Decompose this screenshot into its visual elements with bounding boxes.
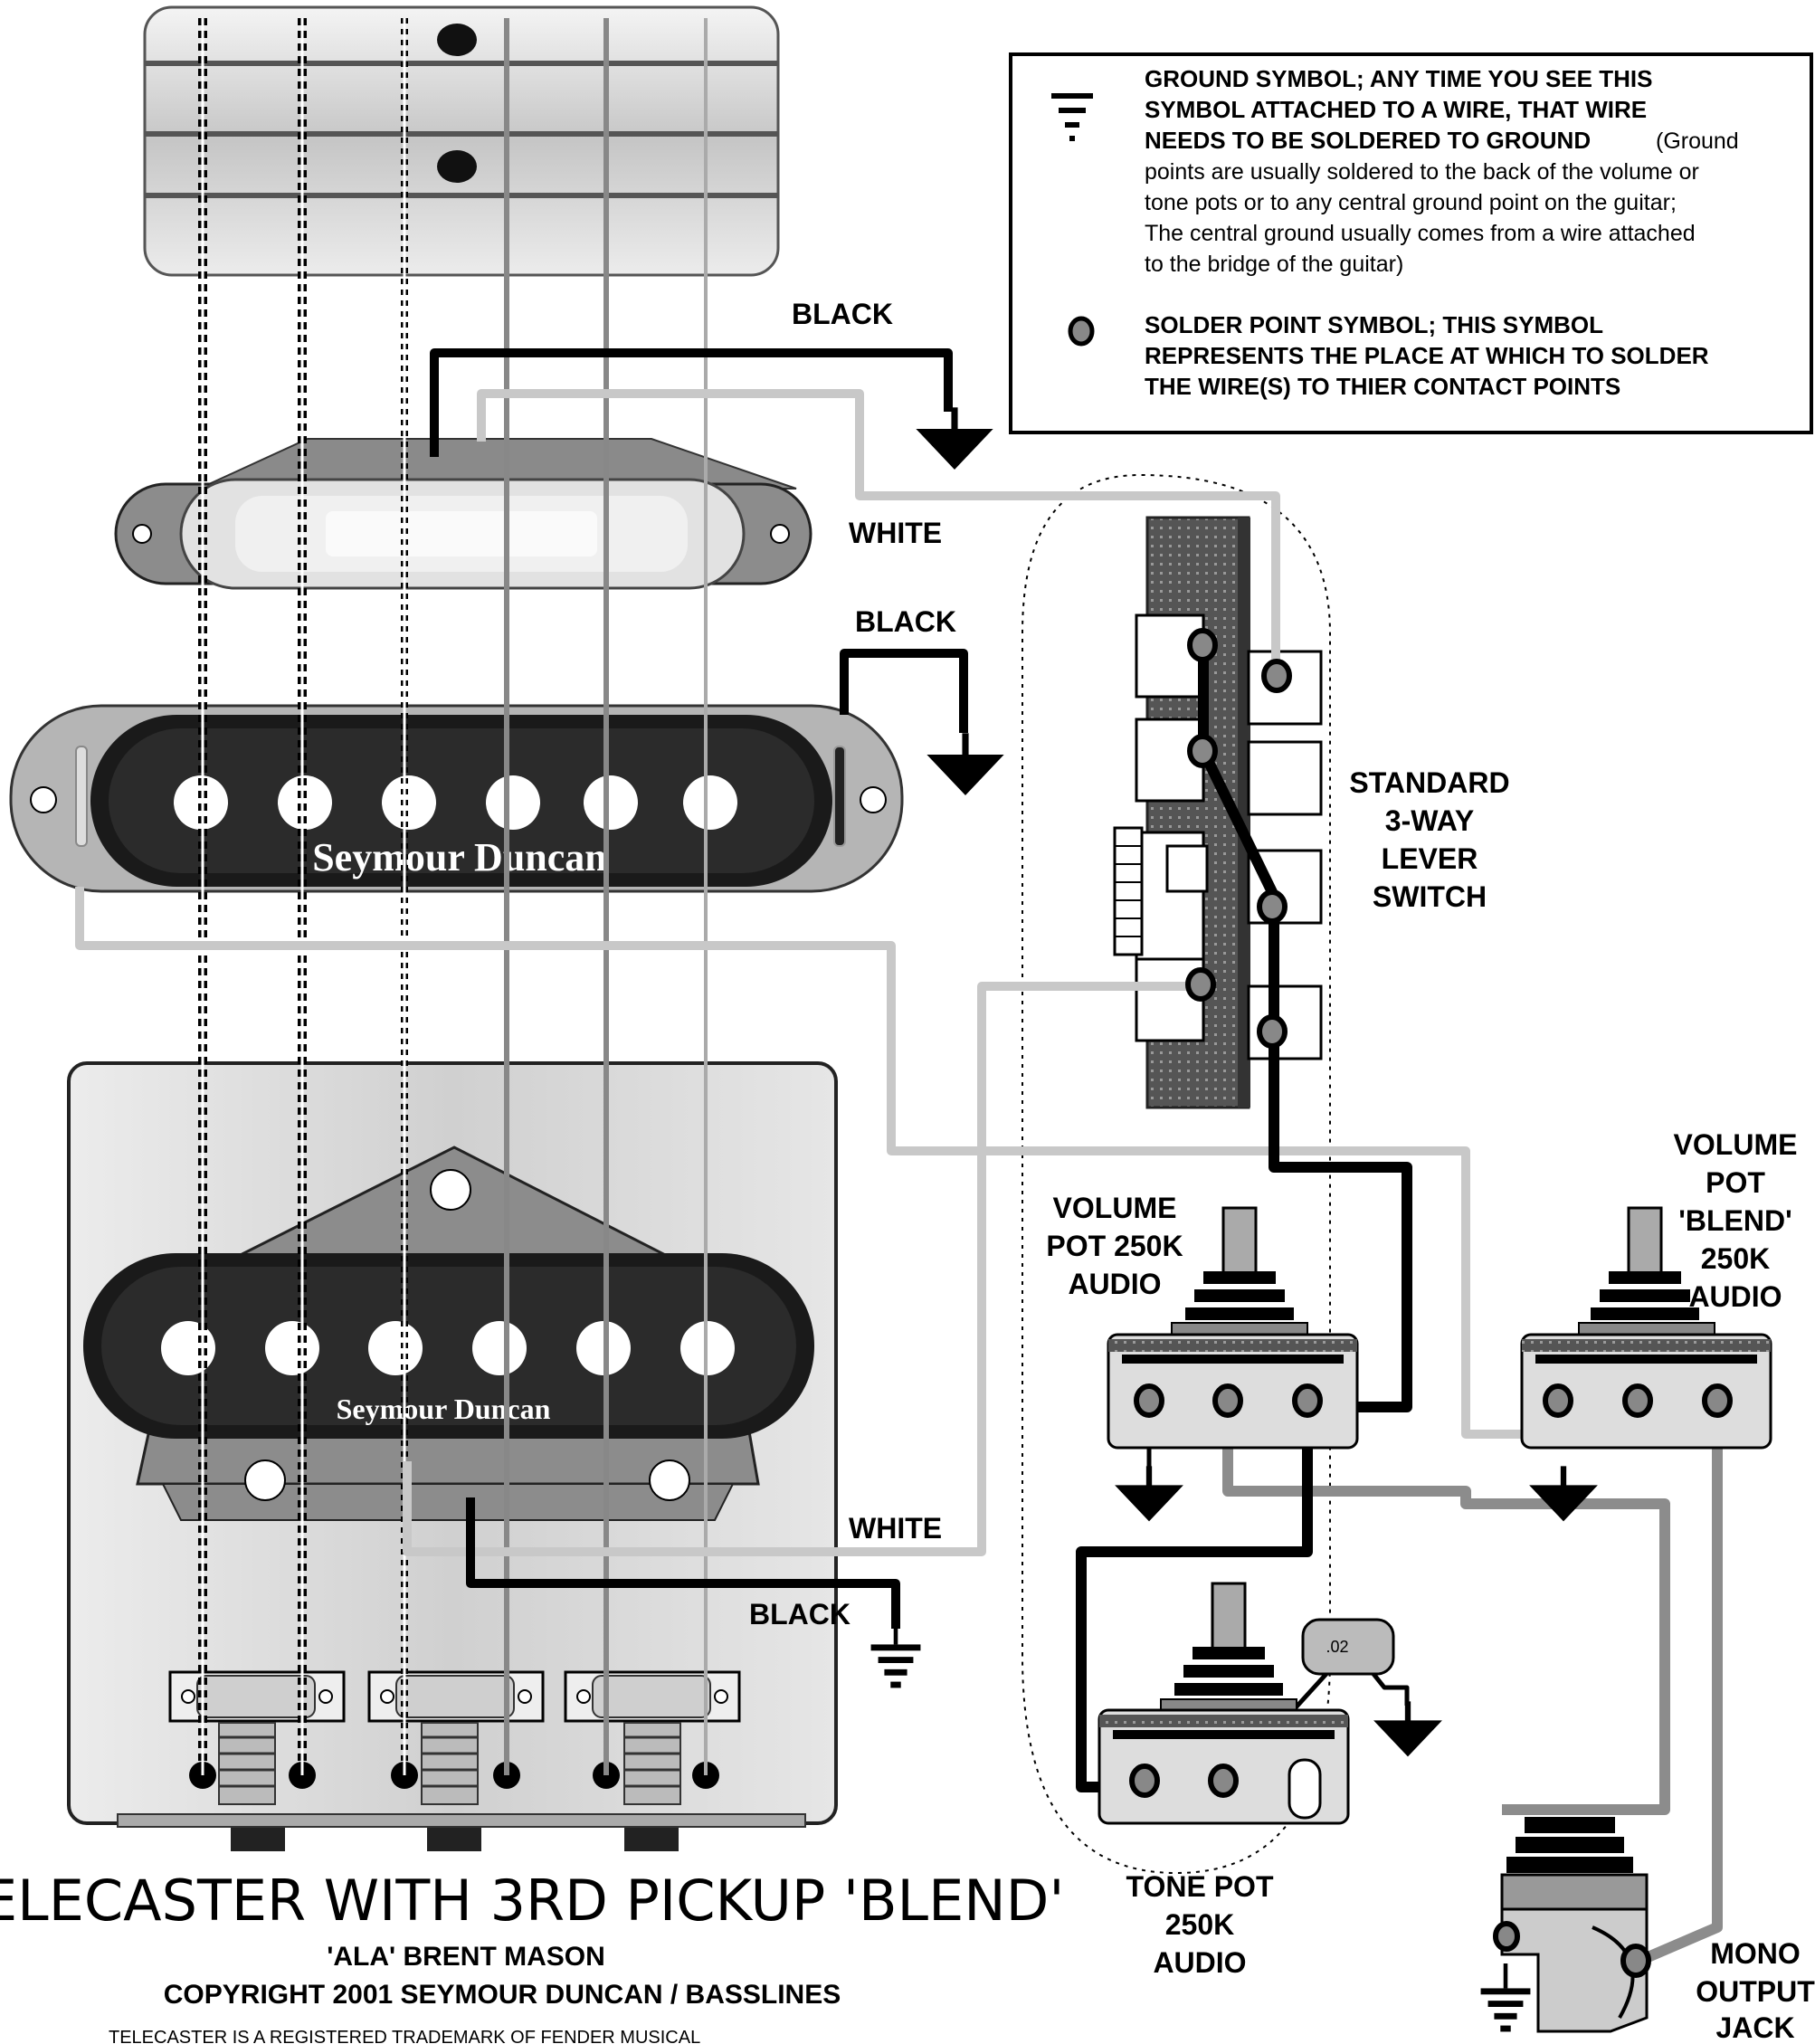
solder-point-icon [1208, 1764, 1239, 1798]
jack-label-line: JACK [1715, 2011, 1794, 2044]
blend-label-line: AUDIO [1688, 1280, 1782, 1313]
blend-label-line: VOLUME [1674, 1128, 1798, 1161]
solder-point-icon [1622, 1383, 1653, 1418]
wire-label-bridge-white: WHITE [849, 1512, 942, 1545]
ground-icon [871, 1620, 921, 1687]
tone-label: TONE POT 250K AUDIO [1126, 1870, 1274, 1979]
top-chrome-plate [143, 5, 780, 277]
output-jack [1500, 1817, 1649, 2033]
legend-ground-note-2: tone pots or to any central ground point… [1145, 190, 1677, 215]
volume-label-line: VOLUME [1053, 1192, 1177, 1224]
diagram-subtitle: 'ALA' BRENT MASON [327, 1942, 605, 1972]
ground-icon [1529, 1466, 1598, 1521]
ground-icon [1115, 1466, 1183, 1521]
volume-label: VOLUME POT 250K AUDIO [1046, 1192, 1183, 1300]
capacitor: .02 [1301, 1618, 1395, 1676]
solder-point-icon [1292, 1383, 1323, 1418]
solder-point-icon [1493, 1921, 1520, 1952]
legend-solder-line-3: THE WIRE(S) TO THIER CONTACT POINTS [1145, 373, 1620, 400]
ground-icon [927, 733, 1003, 795]
wire-label-neck-white: WHITE [849, 517, 942, 549]
solder-point-icon [1129, 1764, 1160, 1798]
ground-icon [916, 407, 993, 470]
legend-ground-line-2: SYMBOL ATTACHED TO A WIRE, THAT WIRE [1145, 96, 1647, 123]
legend-ground-line-1: GROUND SYMBOL; ANY TIME YOU SEE THIS [1145, 65, 1652, 92]
blend-label-line: POT [1706, 1166, 1765, 1199]
ground-icon [1373, 1701, 1442, 1756]
switch-label-line: LEVER [1382, 842, 1478, 875]
legend-ground-note-1: points are usually soldered to the back … [1145, 159, 1699, 185]
legend-ground-line-3: NEEDS TO BE SOLDERED TO GROUND [1145, 127, 1591, 154]
solder-point-icon [1068, 316, 1095, 347]
switch-label-line: SWITCH [1373, 880, 1487, 913]
ground-icon [1051, 93, 1093, 141]
solder-point-icon [1187, 734, 1218, 768]
wire-label-neck-black: BLACK [792, 298, 893, 330]
tone-label-line: 250K [1165, 1908, 1235, 1941]
capacitor-value: .02 [1326, 1638, 1348, 1656]
diagram-title: ELECASTER WITH 3RD PICKUP 'BLEND' [0, 1868, 1064, 1934]
solder-point-icon [1702, 1383, 1733, 1418]
three-way-switch [1113, 516, 1323, 1109]
solder-points [1129, 628, 1733, 1978]
solder-point-icon [1212, 1383, 1243, 1418]
tone-label-line: TONE POT [1126, 1870, 1274, 1903]
neck-pickup [114, 438, 812, 590]
middle-pickup: Seymour Duncan [9, 704, 904, 893]
wire-label-middle-black: BLACK [855, 605, 956, 638]
legend-ground-note-3: The central ground usually comes from a … [1145, 221, 1696, 246]
blend-label-line: 250K [1701, 1242, 1771, 1275]
tone-label-line: AUDIO [1153, 1946, 1246, 1979]
legend-ground-note-4: to the bridge of the guitar) [1145, 252, 1403, 277]
legend-solder-line-1: SOLDER POINT SYMBOL; THIS SYMBOL [1145, 311, 1603, 338]
diagram-trademark: TELECASTER IS A REGISTERED TRADEMARK OF … [109, 2028, 700, 2044]
solder-point-icon [1620, 1944, 1651, 1978]
blend-label: VOLUME POT 'BLEND' 250K AUDIO [1674, 1128, 1798, 1313]
wire-label-bridge-black: BLACK [749, 1598, 850, 1630]
jack-label-line: OUTPUT [1696, 1975, 1815, 2008]
switch-label-line: STANDARD [1349, 766, 1509, 799]
middle-pickup-brand: Seymour Duncan [312, 835, 607, 879]
solder-point-icon [1134, 1383, 1164, 1418]
bridge-saddles [168, 1670, 741, 1851]
switch-label-line: 3-WAY [1385, 804, 1474, 837]
solder-point-icon [1185, 967, 1216, 1002]
solder-point-icon [1261, 659, 1292, 693]
ground-icon [1481, 1963, 1531, 2031]
volume-label-line: POT 250K [1046, 1230, 1183, 1262]
legend-solder-line-2: REPRESENTS THE PLACE AT WHICH TO SOLDER [1145, 342, 1709, 369]
solder-point-icon [1257, 1014, 1288, 1049]
jack-label: MONO OUTPUT JACK [1696, 1937, 1815, 2044]
jack-label-line: MONO [1710, 1937, 1801, 1970]
blend-label-line: 'BLEND' [1678, 1204, 1791, 1237]
solder-point-icon [1257, 889, 1288, 924]
solder-point-icon [1187, 628, 1218, 662]
switch-label: STANDARD 3-WAY LEVER SWITCH [1349, 766, 1509, 913]
bridge-pickup: Seymour Duncan [83, 1253, 814, 1439]
volume-label-line: AUDIO [1068, 1268, 1161, 1300]
bridge-pickup-brand: Seymour Duncan [337, 1393, 551, 1425]
legend-ground-note-start: (Ground [1656, 128, 1739, 154]
diagram-copyright: COPYRIGHT 2001 SEYMOUR DUNCAN / BASSLINE… [164, 1980, 841, 2010]
solder-point-icon [1543, 1383, 1573, 1418]
legend-box: GROUND SYMBOL; ANY TIME YOU SEE THIS SYM… [1009, 52, 1813, 434]
